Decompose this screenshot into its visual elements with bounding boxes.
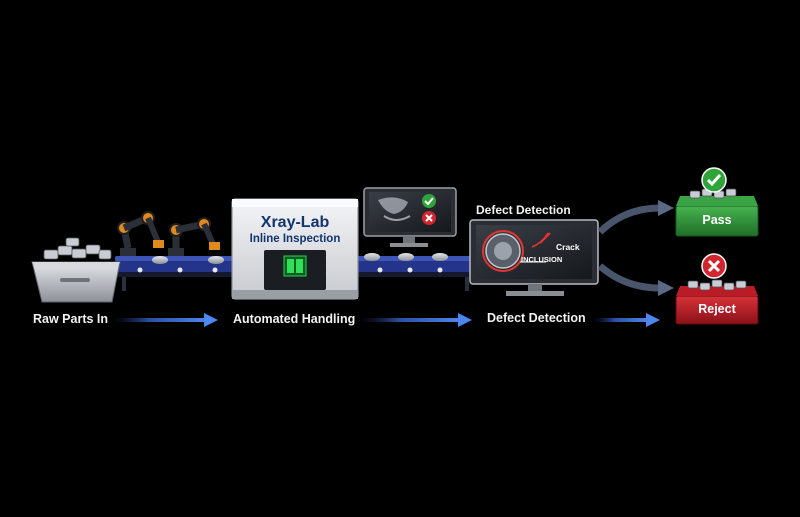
check-icon [422,194,436,208]
inclusion-label: INCLUSION [521,255,563,264]
flow-arrow-3 [592,313,660,327]
x-icon [422,211,436,225]
machine-title: Xray-Lab Inline Inspection [236,214,354,246]
monitor-heading: Defect Detection [476,203,571,217]
output-path-reject [597,263,674,296]
machine-title-line2: Inline Inspection [249,233,341,245]
reject-x-icon [701,253,727,279]
machine-title-line1: Xray-Lab [260,214,330,231]
flow-arrow-1 [110,313,218,327]
output-path-pass [597,200,674,235]
pass-check-icon [701,167,727,193]
defect-monitor [469,219,599,296]
raw-parts-bin [31,237,121,303]
small-monitor [363,187,457,247]
flow-arrow-2 [358,313,472,327]
robot-arm-2 [168,217,220,256]
xray-machine [231,198,359,300]
conveyor-parts [152,253,448,264]
reject-bin [675,279,759,325]
reject-label: Reject [698,302,736,316]
robot-arm-1 [117,211,164,256]
pass-bin [675,188,759,237]
stage-automated-handling: Automated Handling [233,312,356,326]
crack-label: Crack [556,242,580,252]
stage-raw-parts-in: Raw Parts In [33,312,109,326]
stage-defect-detection: Defect Detection [487,311,586,325]
pass-label: Pass [702,213,732,227]
